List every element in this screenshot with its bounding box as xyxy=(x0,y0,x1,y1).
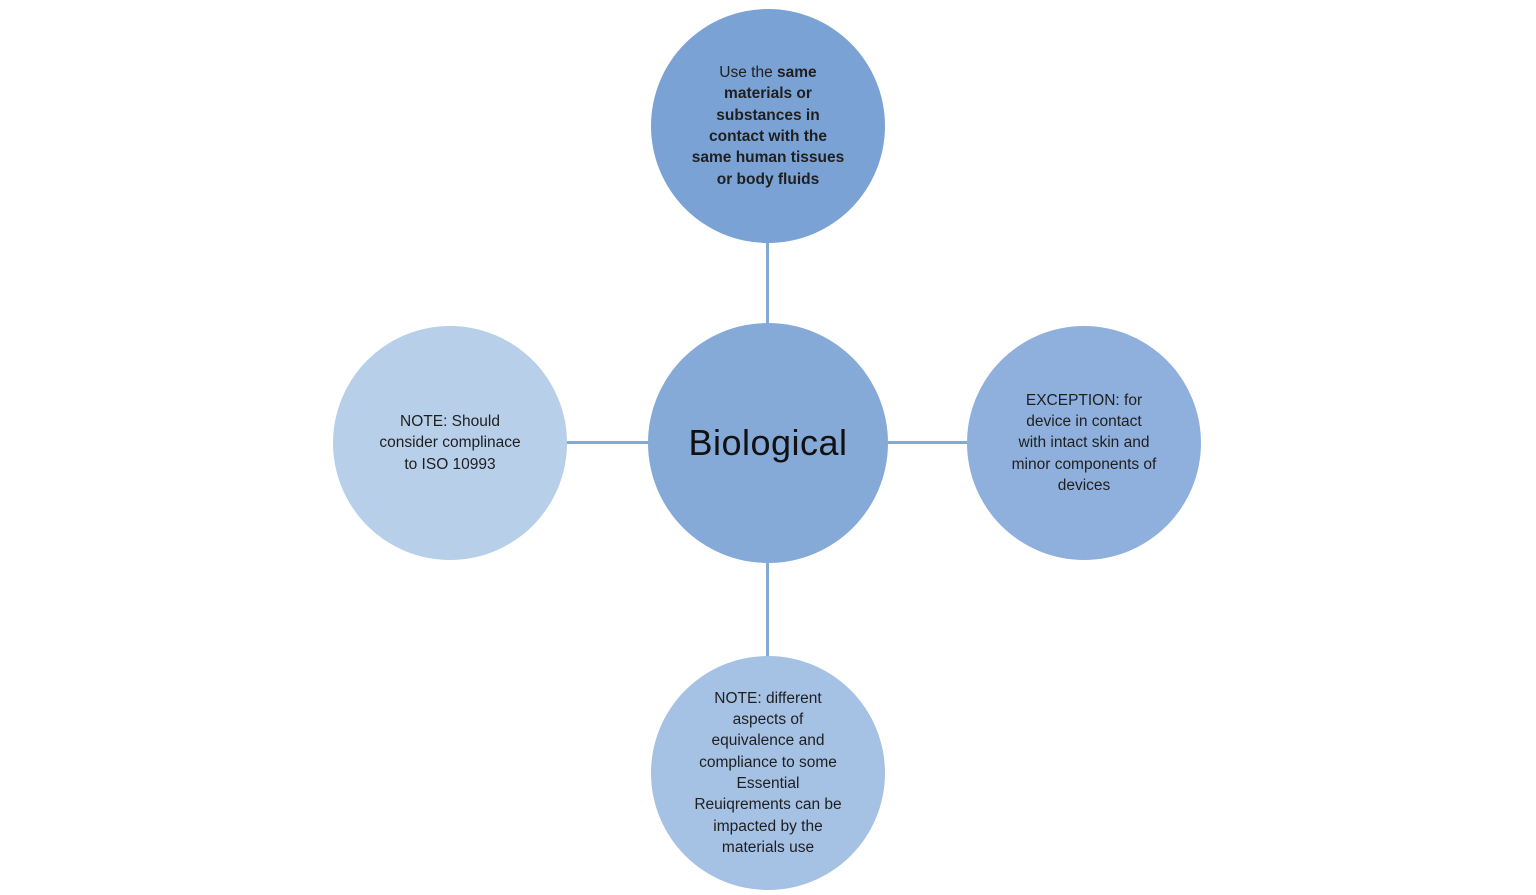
node-bottom-text: NOTE: different aspects of equivalence a… xyxy=(694,689,842,857)
node-top-circle: Use the same materials or substances in … xyxy=(651,9,885,243)
connector-left xyxy=(567,441,648,444)
node-center-circle: Biological xyxy=(648,323,888,563)
node-left-circle: NOTE: Should consider complinace to ISO … xyxy=(333,326,567,560)
connector-top xyxy=(766,243,769,323)
node-left-text: NOTE: Should consider complinace to ISO … xyxy=(379,412,521,473)
node-center-label: Biological xyxy=(688,422,848,463)
node-top-text: Use the same materials or substances in … xyxy=(678,62,858,190)
node-right-text: EXCEPTION: for device in contact with in… xyxy=(1011,391,1157,495)
node-top-text-regular: Use the xyxy=(719,63,778,81)
node-bottom-circle: NOTE: different aspects of equivalence a… xyxy=(651,656,885,890)
connector-right xyxy=(888,441,967,444)
node-right-circle: EXCEPTION: for device in contact with in… xyxy=(967,326,1201,560)
node-top-text-bold: same materials or substances in contact … xyxy=(691,63,845,188)
connector-bottom xyxy=(766,563,769,657)
